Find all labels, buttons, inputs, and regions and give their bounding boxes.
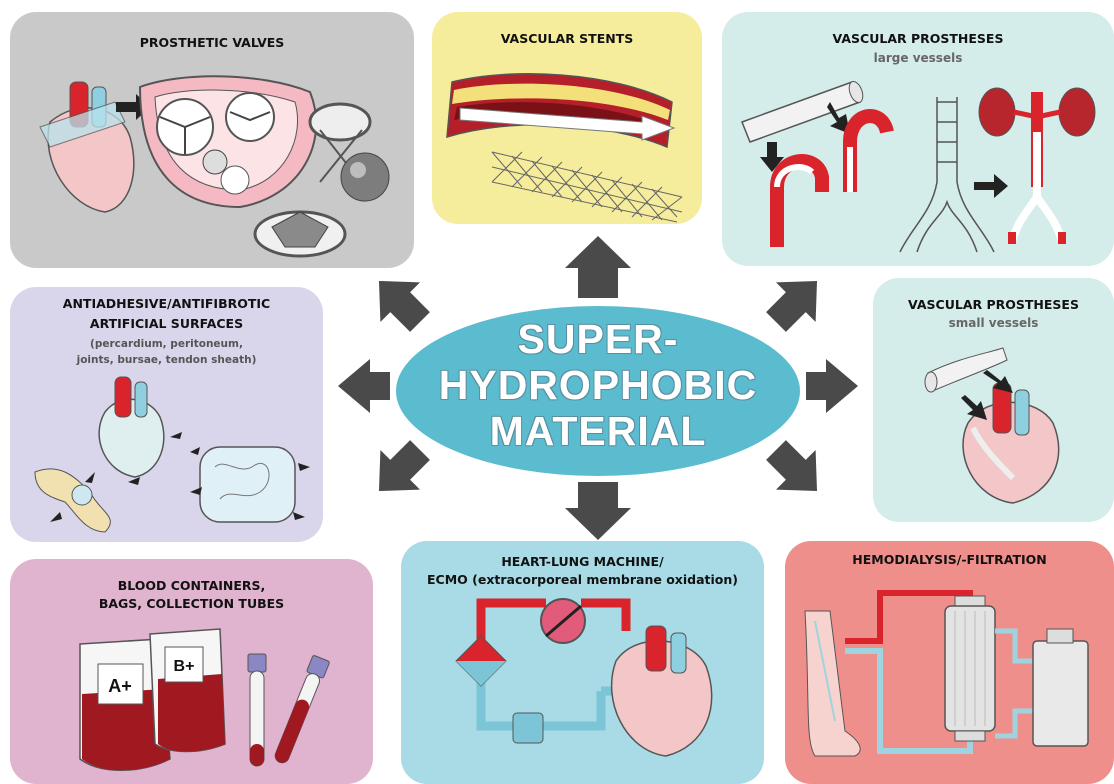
center-title-line3: MATERIAL bbox=[393, 411, 803, 452]
arrow-down-icon bbox=[565, 482, 631, 540]
center-title-line2: HYDROPHOBIC bbox=[393, 365, 803, 406]
arrow-up-icon bbox=[565, 236, 631, 298]
center-ellipse: SUPER- HYDROPHOBIC MATERIAL bbox=[393, 303, 803, 479]
arrow-left-icon bbox=[338, 359, 390, 413]
center-title-line1: SUPER- bbox=[393, 319, 803, 360]
arrow-right-icon bbox=[806, 359, 858, 413]
